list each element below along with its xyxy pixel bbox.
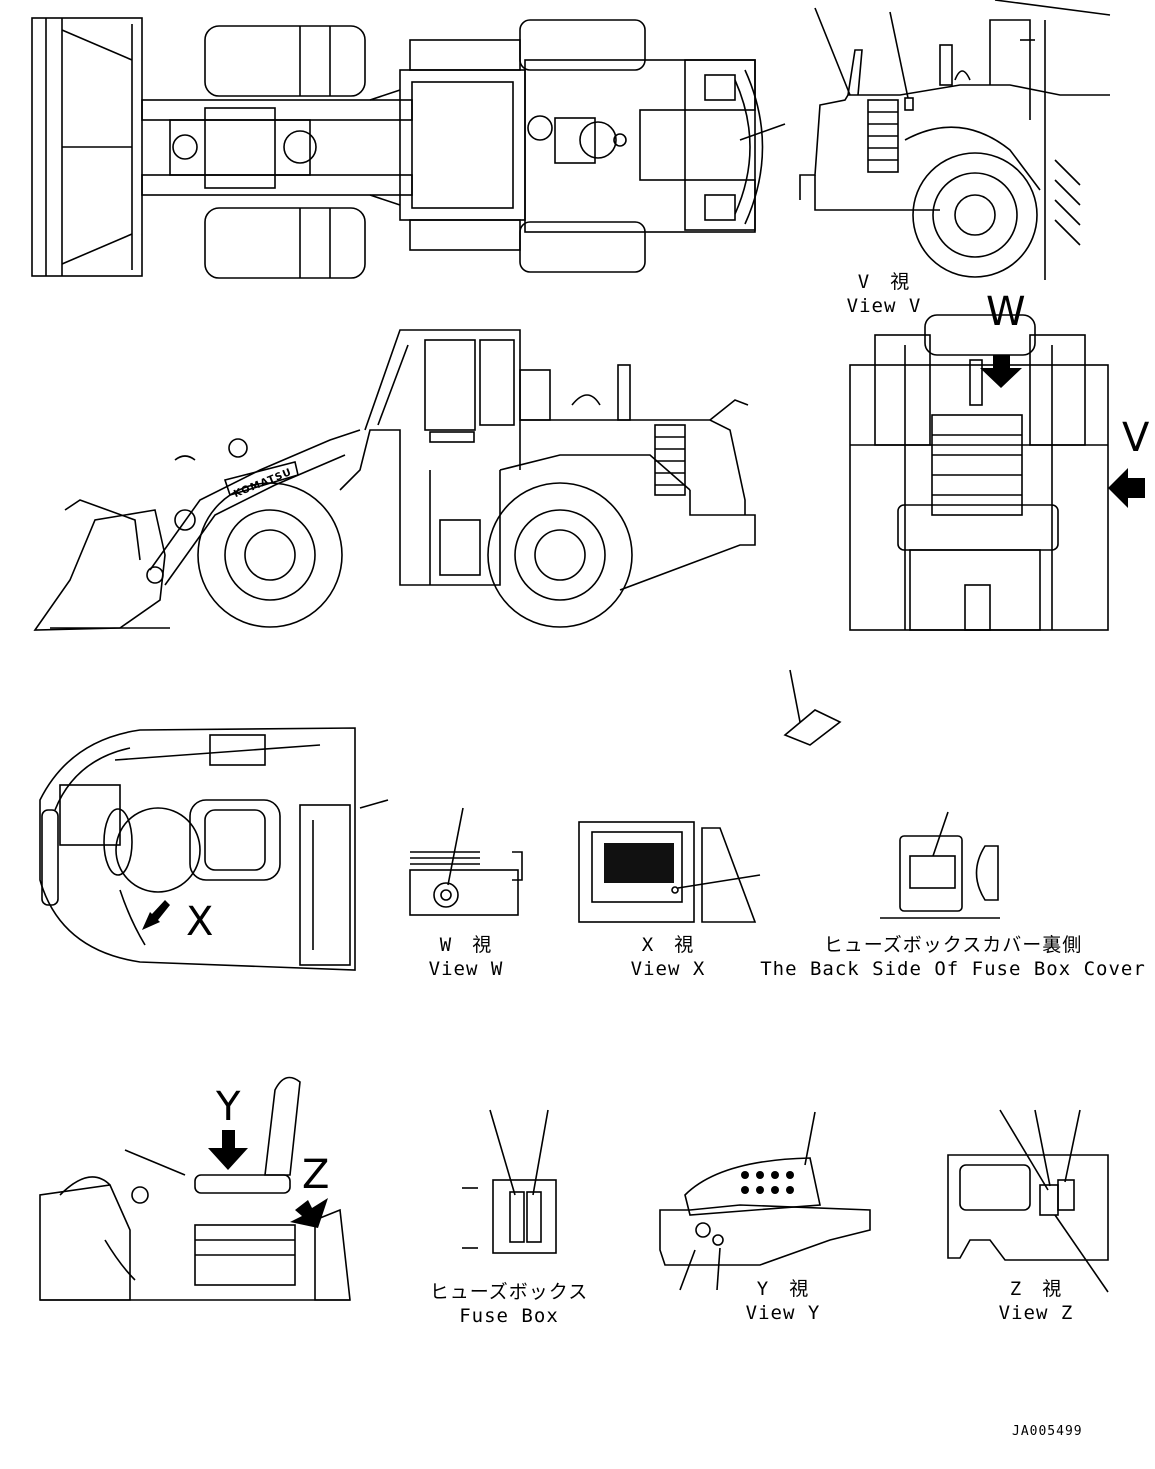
view-y-en: View Y: [745, 1302, 821, 1324]
seat-side-view: [39, 1076, 351, 1301]
fuse-box-label: ヒューズボックス Fuse Box: [430, 1280, 588, 1328]
view-w-drawing: [409, 807, 523, 916]
arrow-w: [980, 355, 1022, 388]
letter-v: V: [1122, 415, 1150, 461]
view-v-jp: V 視: [857, 271, 911, 293]
view-x-jp: X 視: [641, 934, 695, 956]
view-z-jp: Z 視: [1009, 1278, 1063, 1300]
view-y-drawing: [659, 1111, 871, 1291]
arrow-v: [1108, 468, 1145, 508]
view-w-en: View W: [428, 958, 504, 980]
arrow-z: [290, 1198, 328, 1228]
rear-view-machine: [849, 314, 1109, 631]
fuse-box-jp: ヒューズボックス: [429, 1281, 589, 1303]
view-w-jp: W 視: [439, 934, 493, 956]
letter-x: X: [186, 899, 214, 945]
view-y-label: Y 視 View Y: [746, 1277, 821, 1325]
view-v-label: V 視 View V: [847, 270, 922, 318]
fuse-cover-en: The Back Side Of Fuse Box Cover: [760, 958, 1146, 980]
fuse-box-en: Fuse Box: [459, 1305, 559, 1327]
view-y-jp: Y 視: [756, 1278, 810, 1300]
letter-z: Z: [302, 1152, 330, 1198]
view-z-label: Z 視 View Z: [999, 1277, 1074, 1325]
fuse-cover-drawing: [880, 811, 1000, 919]
arrow-x: [142, 900, 170, 930]
drawing-code: JA005499: [1012, 1424, 1083, 1439]
fuse-box-drawing: [462, 1109, 557, 1254]
fuse-cover-label: ヒューズボックスカバー裏側 The Back Side Of Fuse Box …: [760, 933, 1146, 981]
view-z-en: View Z: [998, 1302, 1074, 1324]
letter-w: W: [986, 289, 1026, 335]
loose-decal: [783, 669, 842, 746]
view-x-label: X 視 View X: [631, 933, 706, 981]
fuse-cover-jp: ヒューズボックスカバー裏側: [823, 934, 1083, 956]
letter-y: Y: [216, 1084, 241, 1130]
view-v-drawing: [799, 0, 1111, 280]
arrow-y: [208, 1130, 248, 1170]
view-v-en: View V: [846, 295, 922, 317]
cab-interior-view: [39, 727, 389, 971]
view-x-en: View X: [630, 958, 706, 980]
side-view-machine: [33, 329, 756, 631]
view-w-label: W 視 View W: [429, 933, 504, 981]
view-x-drawing: [578, 821, 761, 923]
view-z-drawing: [947, 1109, 1109, 1293]
top-view-machine: [31, 17, 786, 279]
